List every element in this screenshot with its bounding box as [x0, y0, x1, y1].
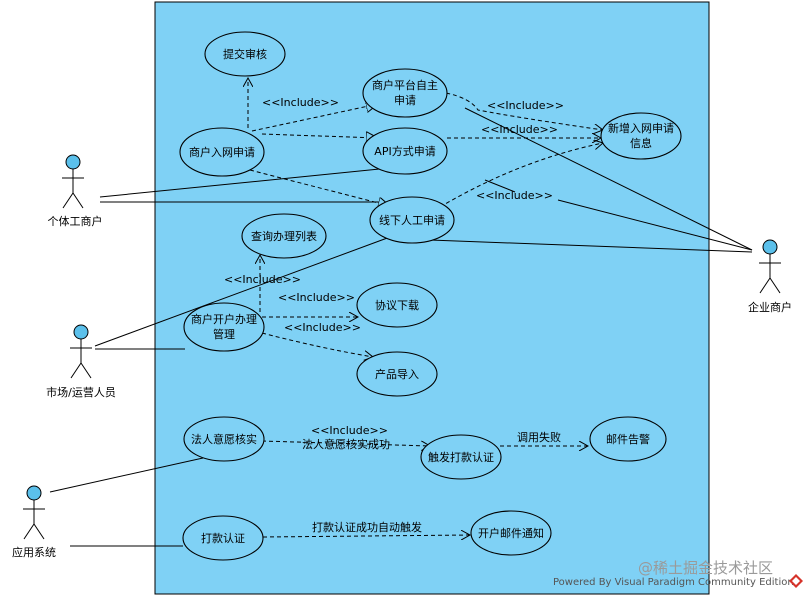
actor-enterprise[interactable]: 企业商户: [748, 239, 792, 314]
visual-paradigm-logo-icon: [789, 574, 803, 588]
actor-individual[interactable]: 个体工商户: [48, 154, 103, 228]
uc-agreement-download[interactable]: 协议下载: [356, 282, 438, 328]
uc-query-list-label: 查询办理列表: [251, 229, 317, 243]
inc-label-offline-newinfo: <<Include>>: [476, 189, 553, 202]
legal-success-label: 法人意愿核实成功: [302, 437, 390, 451]
auto-trigger-label: 打款认证成功自动触发: [312, 520, 422, 534]
uc-trigger-payment-auth-label: 触发打款认证: [428, 450, 494, 464]
inc-label-product: <<Include>>: [284, 321, 361, 334]
uc-new-signup-info[interactable]: 新增入网申请 信息: [600, 112, 682, 160]
uc-platform-self[interactable]: 商户平台自主 申请: [362, 68, 448, 118]
uc-product-import[interactable]: 产品导入: [356, 351, 438, 397]
uc-open-account[interactable]: 商户开户办理 管理: [183, 302, 265, 352]
uc-account-mail-notice[interactable]: 开户邮件通知: [470, 510, 552, 556]
inc-label-agreement: <<Include>>: [278, 291, 355, 304]
uc-payment-auth-label: 打款认证: [201, 531, 245, 545]
inc-signup-api: [261, 134, 378, 138]
actor-market[interactable]: 市场/运营人员: [46, 324, 116, 399]
uc-legal-verify[interactable]: 法人意愿核实: [183, 416, 265, 462]
assoc-enterprise-platform: [464, 107, 753, 251]
assoc-market-offline: [94, 236, 391, 347]
inc-label-review: <<Include>>: [262, 96, 339, 109]
assoc-enterprise-offline: [429, 239, 753, 253]
uc-new-signup-info-line2: 信息: [630, 136, 652, 150]
uc-payment-auth[interactable]: 打款认证: [182, 515, 264, 561]
uc-platform-self-line2: 申请: [394, 94, 416, 107]
inc-open-product: [261, 332, 373, 357]
uc-agreement-download-label: 协议下载: [375, 298, 419, 312]
inc-platform-newinfo: [445, 92, 603, 130]
uc-offline-apply-label: 线下人工申请: [379, 213, 445, 227]
assoc-app-legal: [49, 457, 204, 493]
uc-api-apply[interactable]: API方式申请: [362, 127, 448, 175]
inc-label-api-newinfo: <<Include>>: [481, 123, 558, 136]
uc-api-apply-label: API方式申请: [374, 144, 435, 158]
assoc-enterprise-api: [484, 179, 516, 193]
uc-platform-self-line1: 商户平台自主: [372, 78, 438, 92]
uc-legal-verify-label: 法人意愿核实: [191, 432, 257, 446]
uc-query-list[interactable]: 查询办理列表: [241, 213, 327, 259]
uc-merchant-signup[interactable]: 商户入网申请: [179, 127, 265, 177]
uc-trigger-payment-auth[interactable]: 触发打款认证: [420, 434, 502, 480]
uc-merchant-signup-label: 商户入网申请: [189, 145, 255, 159]
uc-offline-apply[interactable]: 线下人工申请: [369, 196, 455, 244]
actor-app-system[interactable]: 应用系统: [12, 485, 56, 559]
uc-open-account-line2: 管理: [213, 327, 235, 341]
inc-label-legal: <<Include>>: [311, 424, 388, 437]
assoc-enterprise-api-2: [557, 199, 753, 251]
inc-offline-newinfo: [439, 143, 603, 208]
uc-new-signup-info-line1: 新增入网申请: [608, 121, 674, 135]
powered-by-text: Powered By Visual Paradigm Community Edi…: [553, 577, 794, 588]
inc-label-query: <<Include>>: [224, 273, 301, 286]
inc-label-platform-newinfo: <<Include>>: [487, 99, 564, 112]
uc-submit-review-label: 提交审核: [223, 47, 267, 61]
actor-app-system-label: 应用系统: [12, 545, 56, 559]
uc-submit-review[interactable]: 提交审核: [204, 31, 286, 77]
watermark-text: @稀土掘金技术社区: [638, 559, 773, 577]
assoc-individual-api: [99, 167, 391, 198]
actor-enterprise-label: 企业商户: [748, 300, 792, 314]
uc-mail-alert[interactable]: 邮件告警: [589, 416, 667, 462]
inc-signup-platform: [251, 104, 378, 132]
actor-market-label: 市场/运营人员: [46, 385, 116, 399]
uc-mail-alert-label: 邮件告警: [606, 432, 650, 446]
uc-product-import-label: 产品导入: [375, 367, 419, 381]
inc-signup-offline: [249, 169, 390, 206]
uc-open-account-line1: 商户开户办理: [191, 312, 257, 326]
actor-individual-label: 个体工商户: [48, 214, 103, 228]
uc-account-mail-notice-label: 开户邮件通知: [478, 526, 544, 540]
call-failed-label: 调用失败: [517, 430, 561, 444]
inc-legal-trigger: [261, 440, 430, 446]
